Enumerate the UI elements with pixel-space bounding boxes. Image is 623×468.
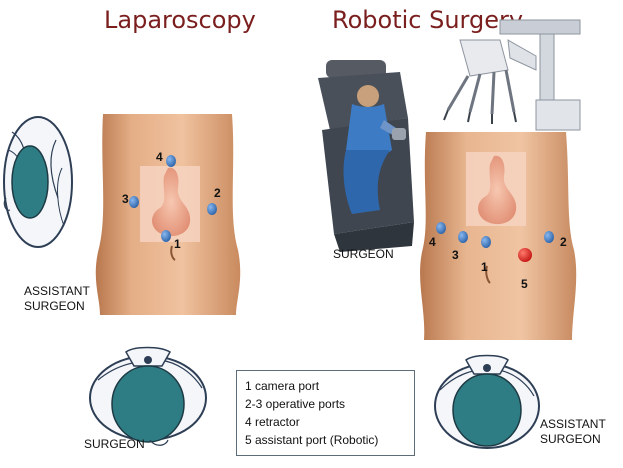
assistant-label-line1: ASSISTANT [540,417,606,431]
assistant-surgeon-left-figure [3,116,73,248]
port-1 [481,236,491,248]
port-3 [458,231,468,243]
laparoscopy-title: Laparoscopy [104,6,256,34]
assistant-surgeon-right-label: ASSISTANT SURGEON [540,417,606,447]
navel-icon [170,245,176,261]
port-4 [436,222,446,234]
navel-icon [485,265,491,284]
assistant-label-line1: ASSISTANT [24,284,90,298]
robotic-port-label-1: 1 [481,260,488,274]
robotic-ports [436,222,554,262]
laparoscopy-ports [129,155,217,242]
robotic-port-label-3: 3 [452,248,459,262]
surgeon-left-label: SURGEON [84,437,145,451]
legend-item-camera-port: 1 camera port [245,379,320,393]
port-4 [166,155,176,167]
robotic-port-label-4: 4 [429,235,436,249]
eye-icon [144,356,152,364]
port-2 [207,203,217,215]
head-mask-icon [452,373,522,447]
stomach-icon [152,167,191,237]
lap-port-label-3: 3 [122,192,129,206]
legend-item-assistant-port: 5 assistant port (Robotic) [245,433,379,447]
assistant-surgeon-right-figure [434,354,540,449]
robotic-port-label-2: 2 [560,235,567,249]
robotic-port-label-5: 5 [521,277,528,291]
legend-item-retractor: 4 retractor [245,415,300,429]
port-5-assistant [518,248,532,262]
robotic-arms-figure [443,19,581,131]
surgeon-console-label: SURGEON [333,247,394,261]
port-1 [161,230,171,242]
assistant-label-line2: SURGEON [540,432,601,446]
port-legend: 1 camera port 2-3 operative ports 4 retr… [236,370,415,456]
stomach-icon [478,155,517,225]
surgeon-scrubs-icon [346,104,392,158]
lap-port-label-2: 2 [214,186,221,200]
head-mask-icon [11,145,49,219]
robotic-torso [420,132,577,340]
laparoscopy-torso [95,114,241,315]
lap-port-label-4: 4 [156,150,163,164]
surgeon-left-figure [89,346,207,446]
surgeon-console-figure [318,60,414,252]
port-2 [544,231,554,243]
legend-item-operative-ports: 2-3 operative ports [245,397,346,411]
lap-port-label-1: 1 [174,237,181,251]
assistant-label-line2: SURGEON [24,299,85,313]
robotic-surgery-title: Robotic Surgery [332,6,524,34]
assistant-surgeon-left-label: ASSISTANT SURGEON [24,284,90,314]
eye-icon [483,364,491,372]
surgeon-head-icon [357,85,379,107]
head-mask-icon [111,365,185,443]
port-3 [129,196,139,208]
